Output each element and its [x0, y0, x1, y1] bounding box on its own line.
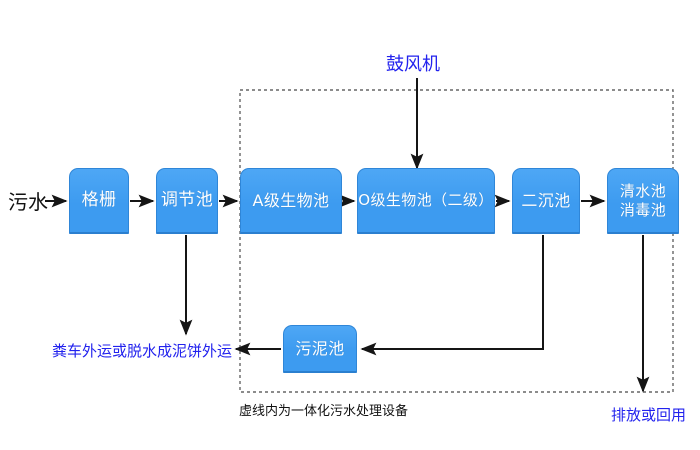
label-dashed-box-note: 虚线内为一体化污水处理设备 [239, 404, 409, 419]
label-influent-wastewater: 污水 [8, 190, 48, 214]
node-a-stage-bioreactor[interactable]: A级生物池 [240, 168, 342, 234]
arrow-secondary-to-sludge [360, 235, 544, 356]
label-discharge-or-reuse: 排放或回用 [611, 406, 687, 424]
node-grille[interactable]: 格栅 [69, 168, 129, 234]
node-sludge-tank-label: 污泥池 [295, 338, 345, 358]
node-secondary-settling-tank-label: 二沉池 [521, 190, 571, 210]
node-a-stage-bioreactor-label: A级生物池 [252, 190, 330, 210]
label-blower: 鼓风机 [386, 54, 440, 75]
node-o-stage-bioreactor[interactable]: O级生物池（二级） [357, 168, 495, 234]
node-secondary-settling-tank[interactable]: 二沉池 [512, 168, 580, 234]
node-regulating-tank-label: 调节池 [160, 190, 214, 211]
label-sludge-haulage: 粪车外运或脱水成泥饼外运 [52, 342, 233, 360]
node-regulating-tank[interactable]: 调节池 [156, 168, 218, 234]
dashed-equipment-boundary [239, 89, 674, 393]
node-clearwater-disinfection-tank-label: 清水池 消毒池 [619, 182, 667, 219]
node-grille-label: 格栅 [81, 190, 117, 211]
node-o-stage-bioreactor-label: O级生物池（二级） [358, 191, 494, 210]
node-sludge-tank[interactable]: 污泥池 [283, 325, 357, 373]
node-clearwater-disinfection-tank[interactable]: 清水池 消毒池 [607, 168, 679, 234]
